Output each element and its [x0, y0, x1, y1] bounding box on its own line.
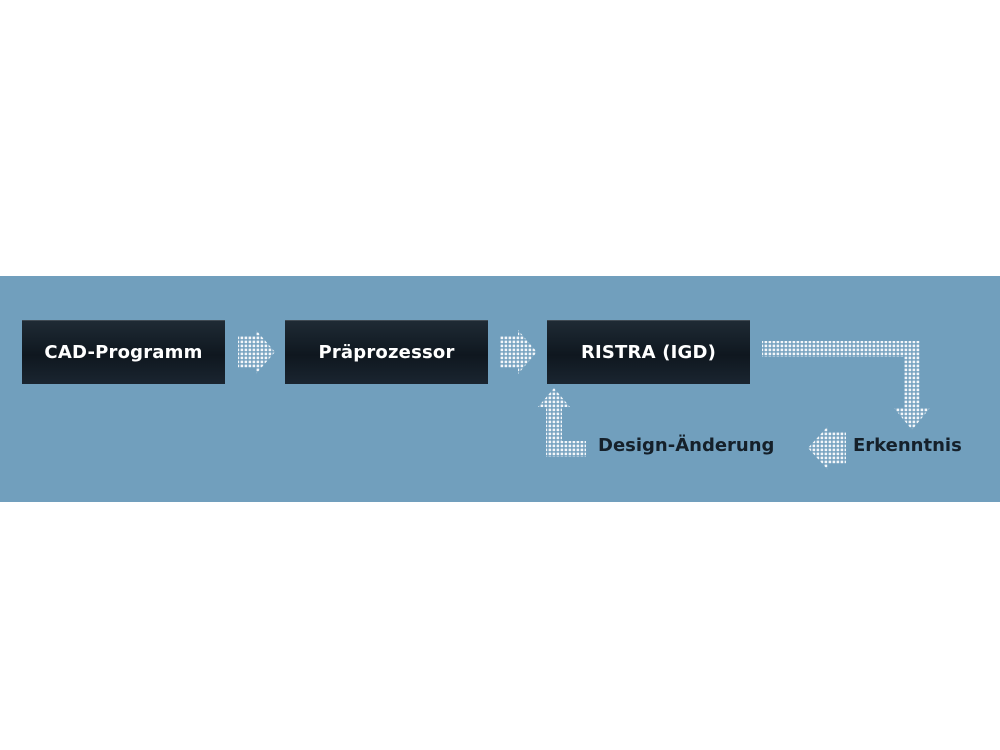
preprocessor-label: Präprozessor	[318, 341, 455, 363]
preprocessor-box: Präprozessor	[285, 320, 488, 384]
ristra-label: RISTRA (IGD)	[580, 341, 717, 363]
cad-program-box: CAD-Programm	[22, 320, 225, 384]
insight-label: Erkenntnis	[853, 435, 962, 456]
ristra-box: RISTRA (IGD)	[547, 320, 750, 384]
design-change-label: Design-Änderung	[598, 435, 775, 456]
diagram-background-band	[0, 276, 1000, 502]
cad-program-label: CAD-Programm	[44, 341, 203, 363]
